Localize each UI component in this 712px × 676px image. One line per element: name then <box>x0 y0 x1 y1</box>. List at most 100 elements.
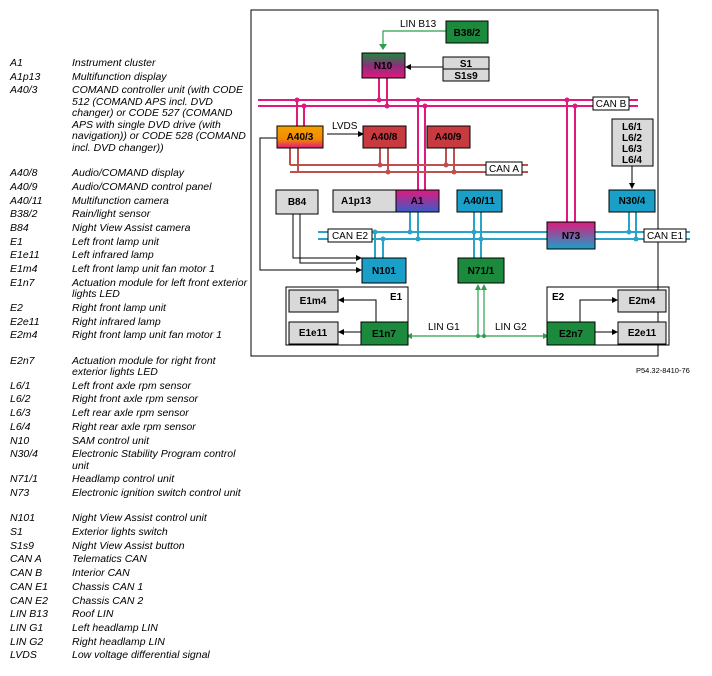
legend-code: A40/3 <box>10 84 38 97</box>
legend-code: E1 <box>10 235 23 248</box>
legend-code: A40/8 <box>10 167 38 180</box>
legend-code: CAN E2 <box>10 594 48 607</box>
s1-to-n10-arrow <box>405 64 411 70</box>
svg-text:A40/8: A40/8 <box>371 132 398 143</box>
legend-code: S1s9 <box>10 539 34 552</box>
lvds-arrow <box>358 131 364 137</box>
l6-line: L6/2 <box>622 133 642 144</box>
e2n7-to-e2e11-arrow <box>612 329 618 335</box>
lin-g2-label: LIN G2 <box>495 322 527 333</box>
block-n10: N10 <box>361 52 406 79</box>
e1-group-frame <box>285 286 409 346</box>
legend-code: E2e11 <box>10 315 40 328</box>
legend-description: Right front axle rpm sensor <box>72 393 199 406</box>
svg-text:N73: N73 <box>562 231 581 242</box>
block-a40-8: A40/8 <box>362 125 407 149</box>
can-e2-label: CAN E2 <box>332 231 369 242</box>
legend-description: Left front lamp unit fan motor 1 <box>72 263 215 275</box>
legend-code: N101 <box>10 512 36 525</box>
can-e-bus <box>318 212 690 258</box>
b84-to-n101-line-2 <box>299 214 356 264</box>
legend-description: Left headlamp LIN <box>72 621 158 634</box>
svg-text:B84: B84 <box>288 197 307 208</box>
legend-description: Right headlamp LIN <box>72 635 165 648</box>
diagram-frame <box>250 9 659 357</box>
legend-description: Electronic ignition switch control unit <box>72 487 241 500</box>
l6-to-n30-arrow <box>629 183 635 189</box>
block-n73: N73 <box>546 221 596 250</box>
svg-text:A40/11: A40/11 <box>463 196 495 207</box>
legend-code: E1e11 <box>10 249 40 262</box>
can-e1-label-box <box>643 228 687 243</box>
legend-description: Headlamp control unit <box>72 473 175 486</box>
l6-line: L6/4 <box>622 155 642 166</box>
can-a-joints <box>377 162 457 175</box>
legend-code: CAN B <box>10 567 43 580</box>
legend-description: Rain/light sensor <box>72 208 151 221</box>
legend-description: Left rear axle rpm sensor <box>72 407 189 420</box>
svg-text:E1n7: E1n7 <box>372 329 396 340</box>
legend-description: Instrument cluster <box>72 57 156 69</box>
legend-code: LIN G2 <box>10 635 44 648</box>
legend-description: Left front lamp unit <box>72 235 159 248</box>
svg-text:A40/9: A40/9 <box>435 132 462 143</box>
legend-description: Interior CAN <box>72 567 130 580</box>
b84-to-n101-line <box>292 214 356 259</box>
l6-line: L6/3 <box>622 144 642 155</box>
svg-text:E2e11: E2e11 <box>628 328 657 339</box>
legend-code: CAN E1 <box>10 580 48 593</box>
legend-description: COMAND controller unit (with CODE 512 (C… <box>72 84 246 154</box>
legend-description: Right rear axle rpm sensor <box>72 420 196 433</box>
block-e1e11: E1e11 <box>288 321 339 345</box>
reference-number: P54.32-8410-76 <box>636 366 690 375</box>
b84-to-n101-arrow <box>356 255 362 261</box>
legend-code: N30/4 <box>10 448 39 461</box>
legend-code: B38/2 <box>10 208 38 221</box>
lin-b13-label: LIN B13 <box>400 19 437 30</box>
legend-code: LIN B13 <box>10 608 48 621</box>
block-s1s9: S1s9 <box>442 68 490 82</box>
svg-text:N101: N101 <box>372 266 396 277</box>
block-s1: S1 <box>442 56 490 70</box>
block-n71-1: N71/1 <box>457 257 505 284</box>
block-n101: N101 <box>361 257 407 284</box>
legend-description: Multifunction display <box>72 70 167 83</box>
e1n7-to-e1e11-arrow <box>338 329 344 335</box>
legend-code: L6/1 <box>10 379 31 392</box>
svg-text:N30/4: N30/4 <box>619 196 646 207</box>
svg-text:E1m4: E1m4 <box>300 296 327 307</box>
legend-code: A40/11 <box>10 194 43 207</box>
svg-text:L6/1L6/2L6/3L6/4: L6/1L6/2L6/3L6/4 <box>622 122 642 166</box>
svg-text:A1p13: A1p13 <box>341 196 371 207</box>
legend-code: LVDS <box>10 649 37 662</box>
svg-text:N10: N10 <box>374 61 393 72</box>
svg-text:B38/2: B38/2 <box>454 28 481 39</box>
can-b-joints <box>294 97 578 109</box>
svg-text:A1: A1 <box>411 196 424 207</box>
lin-g-arrows <box>406 284 549 339</box>
legend-description: Left infrared lamp <box>72 249 154 262</box>
legend-description: Night View Assist camera <box>72 221 191 234</box>
block-a1: A1 <box>395 189 440 213</box>
legend-description: Actuation module for left front exterior… <box>72 276 248 301</box>
legend-description: Right infrared lamp <box>72 315 161 328</box>
lin-g1-label: LIN G1 <box>428 322 460 333</box>
legend-description: Exterior lights switch <box>72 526 168 538</box>
block-e1m4: E1m4 <box>288 289 339 313</box>
legend-code: L6/4 <box>10 420 31 433</box>
legend-description: Electronic Stability Program control uni… <box>72 448 236 472</box>
legend-code: E2 <box>10 301 23 314</box>
legend-description: Chassis CAN 2 <box>72 594 144 607</box>
e1n7-to-e1m4-arrow <box>338 297 344 303</box>
can-a-label: CAN A <box>489 164 519 175</box>
e1n7-to-e1m4-line <box>343 299 377 322</box>
legend-description: Night View Assist button <box>72 539 185 552</box>
legend-description: Actuation module for right front exterio… <box>72 354 216 378</box>
legend-description: Chassis CAN 1 <box>72 580 144 593</box>
legend-description: Low voltage differential signal <box>72 649 210 662</box>
block-e1n7: E1n7 <box>360 321 409 346</box>
legend-code: CAN A <box>10 553 42 566</box>
legend-code: E1n7 <box>10 276 35 289</box>
svg-text:E2m4: E2m4 <box>629 296 656 307</box>
